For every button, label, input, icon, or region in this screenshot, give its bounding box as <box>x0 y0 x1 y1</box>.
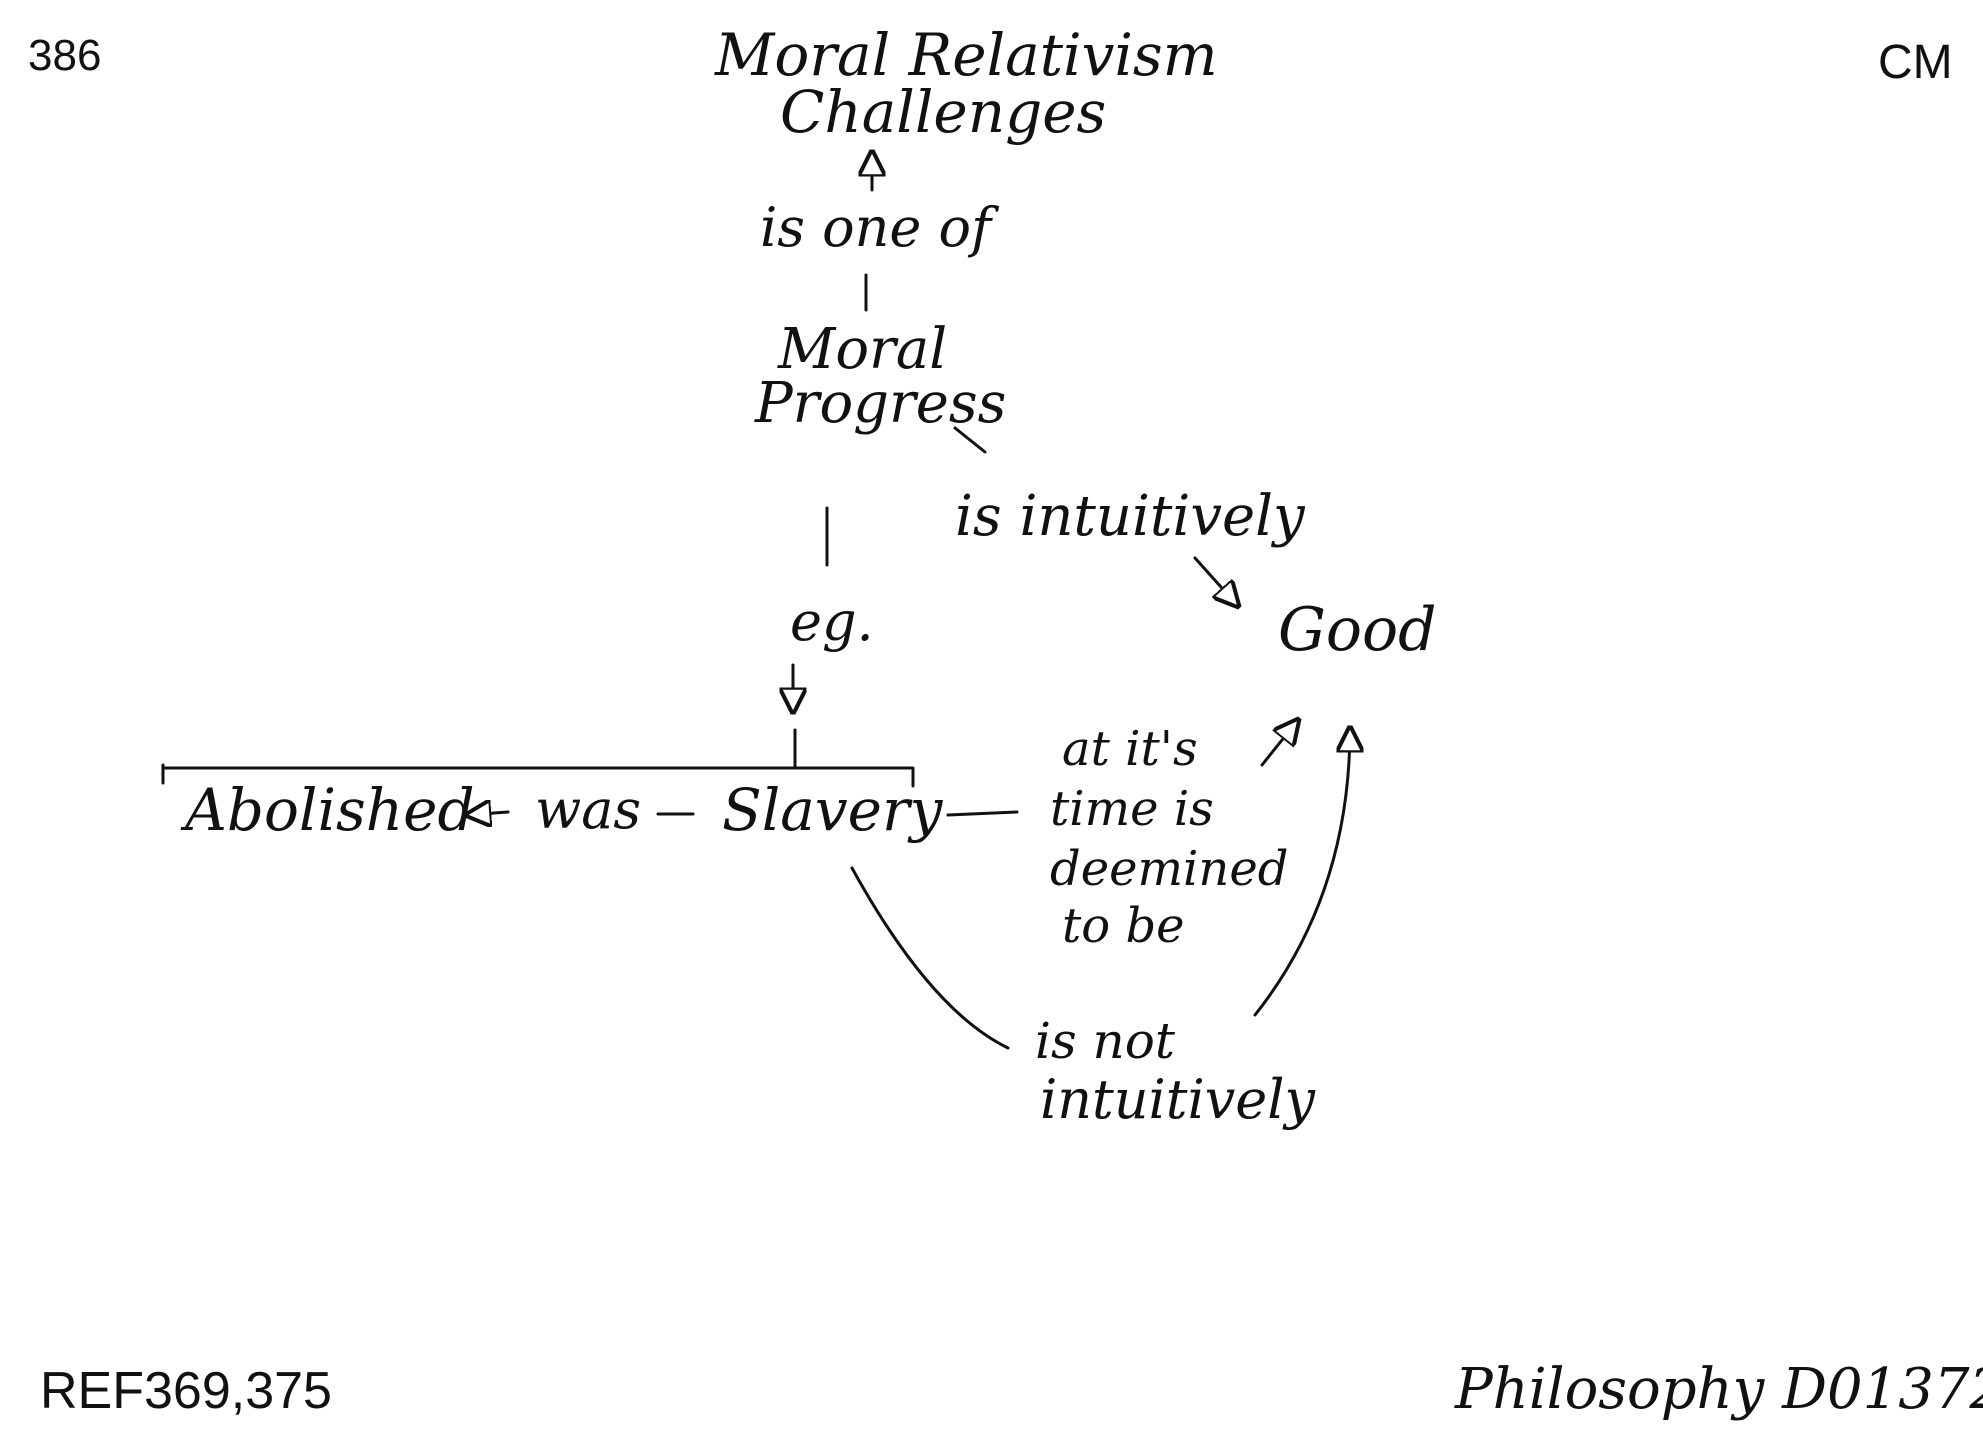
curve-slavery-to-is-not <box>850 866 1010 1050</box>
link-time-is: time is <box>1050 781 1214 837</box>
link-to-be: to be <box>1062 898 1185 954</box>
link-is-not: is not <box>1035 1012 1176 1070</box>
line-progress-to-is-intuitively <box>953 426 987 454</box>
node-slavery: Slavery <box>722 776 944 844</box>
author-initials: CM <box>1878 36 1953 89</box>
node-abolished: Abolished <box>180 776 475 844</box>
page-number: 386 <box>28 31 101 80</box>
link-is-intuitively: is intuitively <box>955 484 1306 549</box>
curve-is-not-to-good <box>1253 728 1350 1017</box>
node-good: Good <box>1278 595 1437 665</box>
bracket-line <box>161 728 915 788</box>
arrow-at-its-time-to-good <box>1260 720 1298 767</box>
link-deemed: deemined <box>1050 841 1288 897</box>
subject-code: Philosophy D01372 <box>1454 1357 1983 1422</box>
link-at-its: at it's <box>1062 721 1198 777</box>
line-slavery-to-at-its-time <box>946 810 1019 817</box>
link-intuitively: intuitively <box>1040 1068 1317 1131</box>
node-challenges: Challenges <box>780 78 1106 146</box>
link-is-one-of: is one of <box>760 196 999 259</box>
node-moral-relativism: Moral Relativism <box>714 21 1218 89</box>
arrow-was-to-abolished <box>467 812 510 815</box>
link-was: was <box>535 778 641 841</box>
reference-label: REF369,375 <box>40 1362 332 1420</box>
node-progress: Progress <box>754 371 1006 436</box>
link-eg: eg. <box>790 590 874 653</box>
arrow-to-good <box>1193 556 1238 606</box>
node-moral: Moral <box>777 317 947 382</box>
